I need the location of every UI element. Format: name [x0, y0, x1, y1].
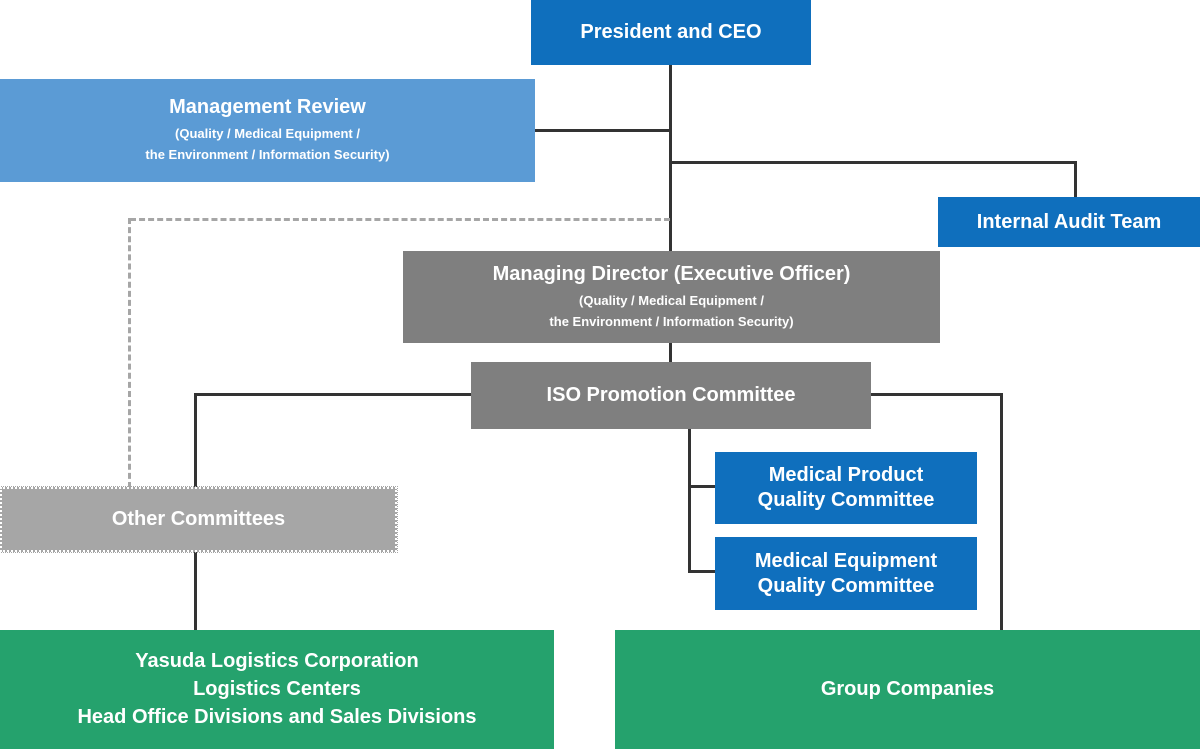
- connector-iso-medical-trunk: [688, 427, 691, 573]
- yasuda-logistics-line3: Head Office Divisions and Sales Division…: [77, 706, 477, 728]
- medical-product-committee-line1: Medical Product: [768, 464, 924, 486]
- connector-medical-equipment: [688, 570, 716, 573]
- managing-director-scope-line2: the Environment / Information Security): [549, 313, 794, 329]
- management-review-scope-line2: the Environment / Information Security): [145, 147, 390, 162]
- connector-iso-right: [870, 393, 1003, 396]
- managing-director-box: Managing Director (Executive Officer) (Q…: [403, 251, 940, 343]
- medical-product-committee-box: Medical Product Quality Committee: [715, 452, 977, 524]
- yasuda-logistics-line1: Yasuda Logistics Corporation: [135, 650, 419, 672]
- dashed-connector-left: [128, 218, 131, 488]
- connector-other-yasuda: [194, 550, 197, 631]
- connector-ceo-trunk: [669, 64, 672, 252]
- connector-audit-vertical: [1074, 161, 1077, 198]
- management-review-scope-line1: (Quality / Medical Equipment /: [175, 126, 360, 142]
- other-committees-label: Other Committees: [111, 508, 286, 530]
- president-ceo-label: President and CEO: [580, 21, 762, 43]
- dashed-connector-top: [130, 218, 670, 221]
- other-committees-box: Other Committees: [0, 486, 398, 553]
- internal-audit-team-box: Internal Audit Team: [938, 197, 1200, 247]
- connector-medical-product: [688, 485, 716, 488]
- connector-audit-horizontal: [669, 161, 1077, 164]
- medical-equipment-committee-box: Medical Equipment Quality Committee: [715, 537, 977, 610]
- president-ceo-box: President and CEO: [531, 0, 811, 65]
- connector-management-review: [534, 129, 671, 132]
- iso-promotion-committee-label: ISO Promotion Committee: [546, 384, 796, 406]
- connector-left-down: [194, 393, 197, 487]
- medical-equipment-committee-line1: Medical Equipment: [754, 549, 938, 572]
- group-companies-label: Group Companies: [820, 678, 995, 700]
- connector-iso-left: [194, 393, 472, 396]
- yasuda-logistics-line2: Logistics Centers: [193, 678, 361, 700]
- managing-director-title: Managing Director (Executive Officer): [492, 262, 851, 285]
- group-companies-box: Group Companies: [615, 630, 1200, 749]
- medical-equipment-committee-line2: Quality Committee: [757, 574, 935, 597]
- connector-director-iso: [669, 341, 672, 363]
- management-review-box: Management Review (Quality / Medical Equ…: [0, 79, 535, 182]
- medical-product-committee-line2: Quality Committee: [757, 489, 935, 511]
- management-review-title: Management Review: [169, 96, 366, 119]
- connector-right-down: [1000, 393, 1003, 631]
- yasuda-logistics-box: Yasuda Logistics Corporation Logistics C…: [0, 630, 554, 749]
- iso-promotion-committee-box: ISO Promotion Committee: [471, 362, 871, 429]
- managing-director-scope-line1: (Quality / Medical Equipment /: [579, 292, 764, 308]
- internal-audit-team-label: Internal Audit Team: [976, 210, 1162, 233]
